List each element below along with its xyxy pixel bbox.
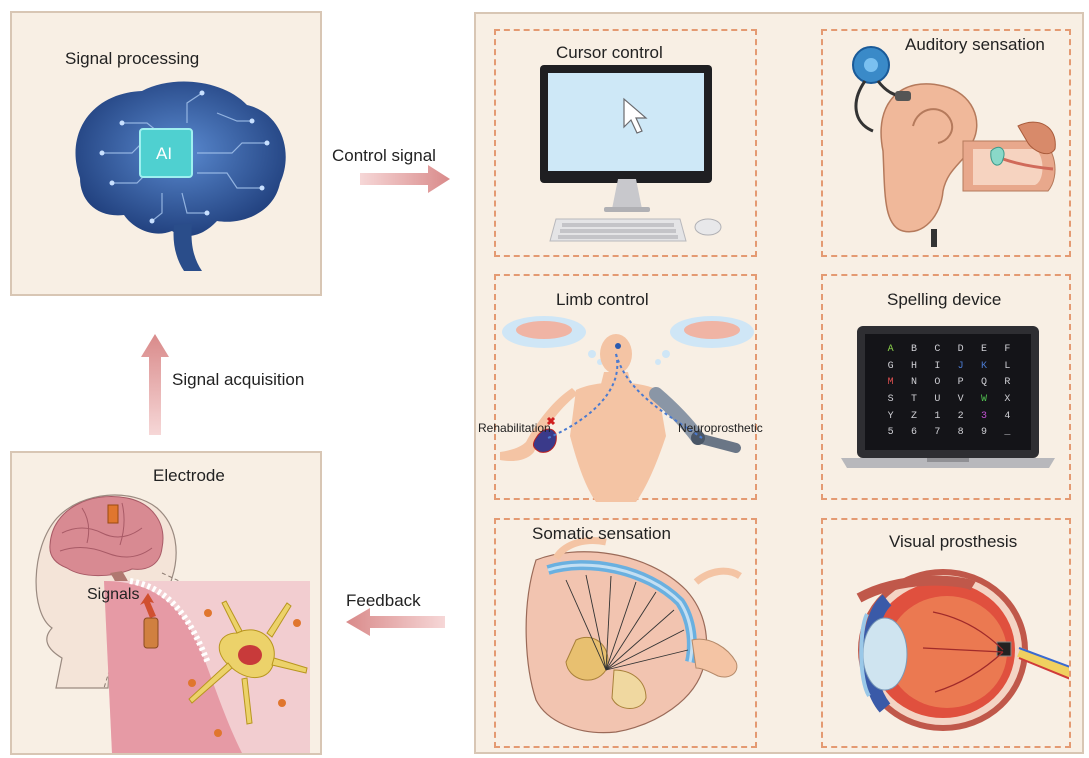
signal-processing-panel: Signal processing AI [10, 11, 322, 296]
speller-cell: F [996, 342, 1019, 359]
signal-acquisition-arrow [141, 334, 169, 435]
speller-cell: 9 [972, 425, 995, 442]
speller-cell: _ [996, 425, 1019, 442]
speller-cell: M [879, 375, 902, 392]
speller-cell: B [902, 342, 925, 359]
cursor-control-box: Cursor control [494, 29, 757, 257]
somatic-sensation-box: Somatic sensation [494, 518, 757, 748]
speller-cell: O [926, 375, 949, 392]
limb-control-box: Limb control Rehabilitation Neuroprosthe… [494, 274, 757, 500]
speller-cell: Z [902, 409, 925, 426]
visual-prosthesis-box: Visual prosthesis [821, 518, 1071, 748]
speller-cell: 1 [926, 409, 949, 426]
ear-illustration [823, 31, 1071, 257]
speller-cell: R [996, 375, 1019, 392]
speller-cell: K [972, 359, 995, 376]
auditory-sensation-label: Auditory sensation [905, 35, 1045, 55]
speller-cell: D [949, 342, 972, 359]
speller-cell: 6 [902, 425, 925, 442]
speller-cell: T [902, 392, 925, 409]
speller-cell: 4 [996, 409, 1019, 426]
neuroprosthetic-label: Neuroprosthetic [678, 421, 763, 435]
control-signal-label: Control signal [332, 146, 436, 166]
somatosensory-cortex-illustration [496, 520, 757, 748]
signals-label: Signals [87, 586, 139, 604]
speller-cell: H [902, 359, 925, 376]
speller-cell: 5 [879, 425, 902, 442]
speller-cell: S [879, 392, 902, 409]
auditory-sensation-box: Auditory sensation [821, 29, 1071, 257]
speller-cell: V [949, 392, 972, 409]
signal-acquisition-panel: Electrode Signals [10, 451, 322, 755]
speller-cell: G [879, 359, 902, 376]
speller-cell: 3 [972, 409, 995, 426]
speller-cell: P [949, 375, 972, 392]
speller-cell: 7 [926, 425, 949, 442]
electrode-label: Electrode [153, 466, 225, 486]
speller-cell: N [902, 375, 925, 392]
speller-cell: W [972, 392, 995, 409]
somatic-sensation-label: Somatic sensation [532, 524, 671, 544]
speller-cell: E [972, 342, 995, 359]
spelling-device-label: Spelling device [887, 290, 1001, 310]
computer-illustration [496, 31, 757, 257]
speller-cell: Q [972, 375, 995, 392]
speller-cell: Y [879, 409, 902, 426]
eye-illustration [823, 520, 1071, 748]
ai-chip-label: AI [156, 144, 172, 164]
limb-control-label: Limb control [556, 290, 649, 310]
rehabilitation-label: Rehabilitation [478, 421, 551, 435]
speller-cell: L [996, 359, 1019, 376]
visual-prosthesis-label: Visual prosthesis [889, 532, 1017, 552]
speller-cell: C [926, 342, 949, 359]
speller-cell: 8 [949, 425, 972, 442]
speller-cell: A [879, 342, 902, 359]
speller-cell: 2 [949, 409, 972, 426]
speller-cell: I [926, 359, 949, 376]
feedback-label: Feedback [346, 591, 421, 611]
signal-acquisition-label: Signal acquisition [172, 370, 304, 390]
speller-cell: X [996, 392, 1019, 409]
feedback-arrow [346, 608, 445, 636]
speller-cell: J [949, 359, 972, 376]
cursor-control-label: Cursor control [556, 43, 663, 63]
speller-cell: U [926, 392, 949, 409]
head-neuron-illustration [12, 453, 324, 757]
